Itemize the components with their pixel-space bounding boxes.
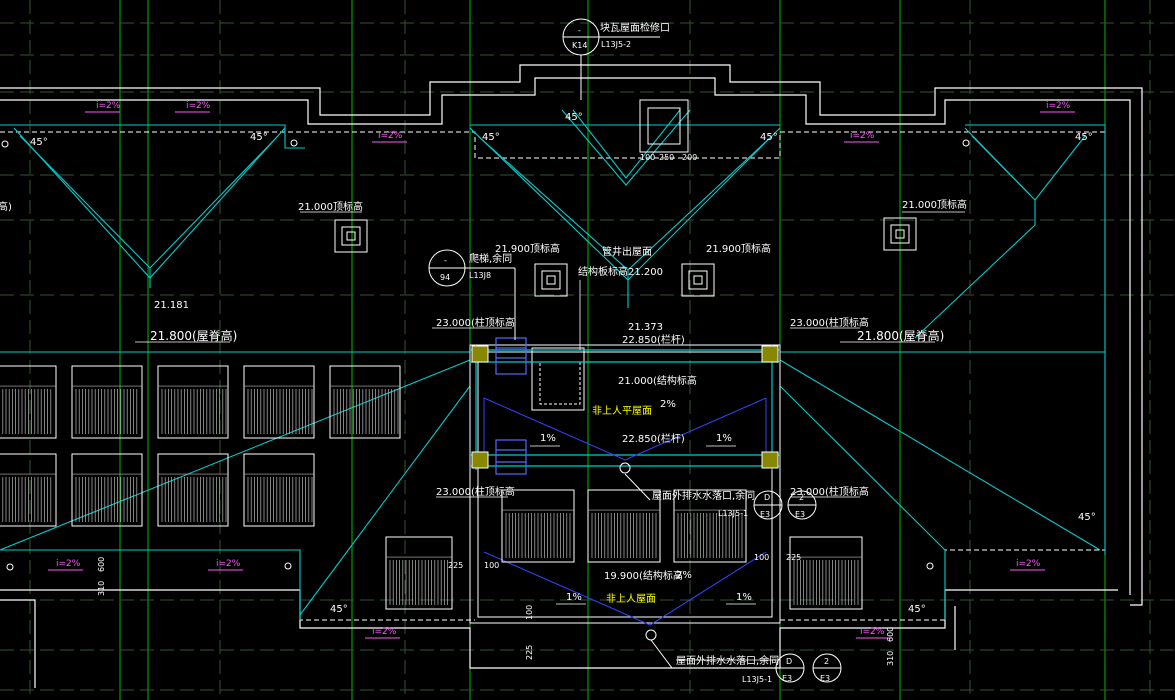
svg-text:i=2%: i=2% <box>850 131 875 141</box>
svg-text:2: 2 <box>824 657 829 666</box>
svg-text:i=2%: i=2% <box>372 627 397 637</box>
ridge-height-left: 21.800(屋脊高) <box>150 328 237 343</box>
struct-elev-bottom: 19.900(结构标高 <box>604 569 683 582</box>
drain-bottom <box>645 629 657 641</box>
svg-text:i=2%: i=2% <box>56 559 81 569</box>
svg-text:i=2%: i=2% <box>1016 559 1041 569</box>
svg-text:310: 310 <box>886 651 895 666</box>
col-bottom-right: 23.000(柱顶标高 <box>790 485 869 498</box>
svg-text:45°: 45° <box>30 137 48 148</box>
svg-text:i=2%: i=2% <box>1046 101 1071 111</box>
shaft-sub: 结构板标高21.200 <box>578 265 663 278</box>
drain-label-1: 屋面外排水水落口,余同 <box>652 489 755 502</box>
drainage-slope-lines <box>483 397 767 626</box>
svg-text:600: 600 <box>886 627 895 642</box>
elev-left-edge: 高) <box>0 200 12 213</box>
svg-text:2%: 2% <box>676 570 692 581</box>
svg-text:225: 225 <box>786 553 801 562</box>
svg-text:i=2%: i=2% <box>96 101 121 111</box>
slope-marks: i=2% i=2% i=2% i=2% i=2% i=2% i=2% i=2% … <box>56 101 1071 637</box>
col-top-right: 23.000(柱顶标高 <box>790 316 869 329</box>
top-callout-ref: L13J5-2 <box>601 40 631 49</box>
svg-text:D: D <box>786 657 792 666</box>
no-access-roof-bottom: 非上人屋面 <box>606 593 656 605</box>
drain-top <box>619 462 631 474</box>
col-top-left: 23.000(柱顶标高 <box>436 316 515 329</box>
svg-text:100: 100 <box>484 561 499 570</box>
elev-mid-left: 21.900顶标高 <box>495 242 560 255</box>
drain-ref-1: L13J5-1 <box>718 509 748 518</box>
left-callout-ref: L13J8 <box>469 271 491 280</box>
ridge-point-center: 21.373 <box>628 322 663 333</box>
drain-ref-2: L13J5-1 <box>742 675 772 684</box>
rail-mid: 22.850(栏杆) <box>622 432 685 445</box>
svg-text:2%: 2% <box>660 399 676 410</box>
svg-text:100: 100 <box>754 553 769 562</box>
shaft-title: 管井出屋面 <box>602 245 652 258</box>
svg-text:i=2%: i=2% <box>860 627 885 637</box>
solar-panels <box>0 365 863 610</box>
svg-text:45°: 45° <box>565 112 583 123</box>
col-bottom-left: 23.000(柱顶标高 <box>436 485 515 498</box>
ridge-height-right: 21.800(屋脊高) <box>857 328 944 343</box>
vent-boxes <box>334 99 917 297</box>
svg-text:45°: 45° <box>330 604 348 615</box>
roof-hips <box>0 109 1106 620</box>
elev-top-left: 21.000顶标高 <box>298 200 363 213</box>
svg-text:45°: 45° <box>1078 512 1096 523</box>
svg-text:1%: 1% <box>566 592 582 603</box>
svg-text:i=2%: i=2% <box>216 559 241 569</box>
ridge-point-left: 21.181 <box>154 300 189 311</box>
no-access-roof-top: 非上人平屋面 <box>592 405 652 417</box>
ladder <box>495 337 527 475</box>
drain-label-2: 屋面外排水水落口,余同 <box>676 654 779 667</box>
svg-text:1%: 1% <box>540 433 556 444</box>
svg-text:D: D <box>764 493 770 502</box>
left-callout-label: 爬梯,余同 <box>469 252 512 265</box>
svg-text:250: 250 <box>659 153 674 162</box>
svg-text:E3: E3 <box>795 510 805 519</box>
svg-text:1%: 1% <box>716 433 732 444</box>
svg-text:200: 200 <box>682 153 697 162</box>
rail-top: 22.850(栏杆) <box>622 333 685 346</box>
svg-text:45°: 45° <box>1075 132 1093 143</box>
elev-mid-right: 21.900顶标高 <box>706 242 771 255</box>
svg-text:1%: 1% <box>736 592 752 603</box>
svg-text:225: 225 <box>448 561 463 570</box>
left-callout-sheet: 94 <box>440 273 450 282</box>
svg-text:E3: E3 <box>820 674 830 683</box>
svg-text:i=2%: i=2% <box>378 131 403 141</box>
svg-text:45°: 45° <box>908 604 926 615</box>
svg-text:2: 2 <box>799 493 804 502</box>
svg-text:100: 100 <box>640 153 655 162</box>
svg-text:310: 310 <box>97 581 106 596</box>
svg-text:45°: 45° <box>482 132 500 143</box>
top-callout-sheet: K14 <box>572 41 587 50</box>
svg-text:i=2%: i=2% <box>186 101 211 111</box>
top-callout-label: 块瓦屋面检修口 <box>600 21 670 34</box>
svg-text:225: 225 <box>525 645 534 660</box>
central-structure <box>469 344 781 624</box>
svg-text:600: 600 <box>97 557 106 572</box>
svg-text:E3: E3 <box>782 674 792 683</box>
struct-elev-top: 21.000(结构标高 <box>618 374 697 387</box>
elev-top-right: 21.000顶标高 <box>902 198 967 211</box>
svg-text:45°: 45° <box>250 132 268 143</box>
left-callout-id: - <box>444 256 447 265</box>
svg-text:E3: E3 <box>760 510 770 519</box>
top-callout-id: - <box>578 26 581 35</box>
column-markers <box>471 345 779 469</box>
svg-text:100: 100 <box>525 605 534 620</box>
svg-text:45°: 45° <box>760 132 778 143</box>
